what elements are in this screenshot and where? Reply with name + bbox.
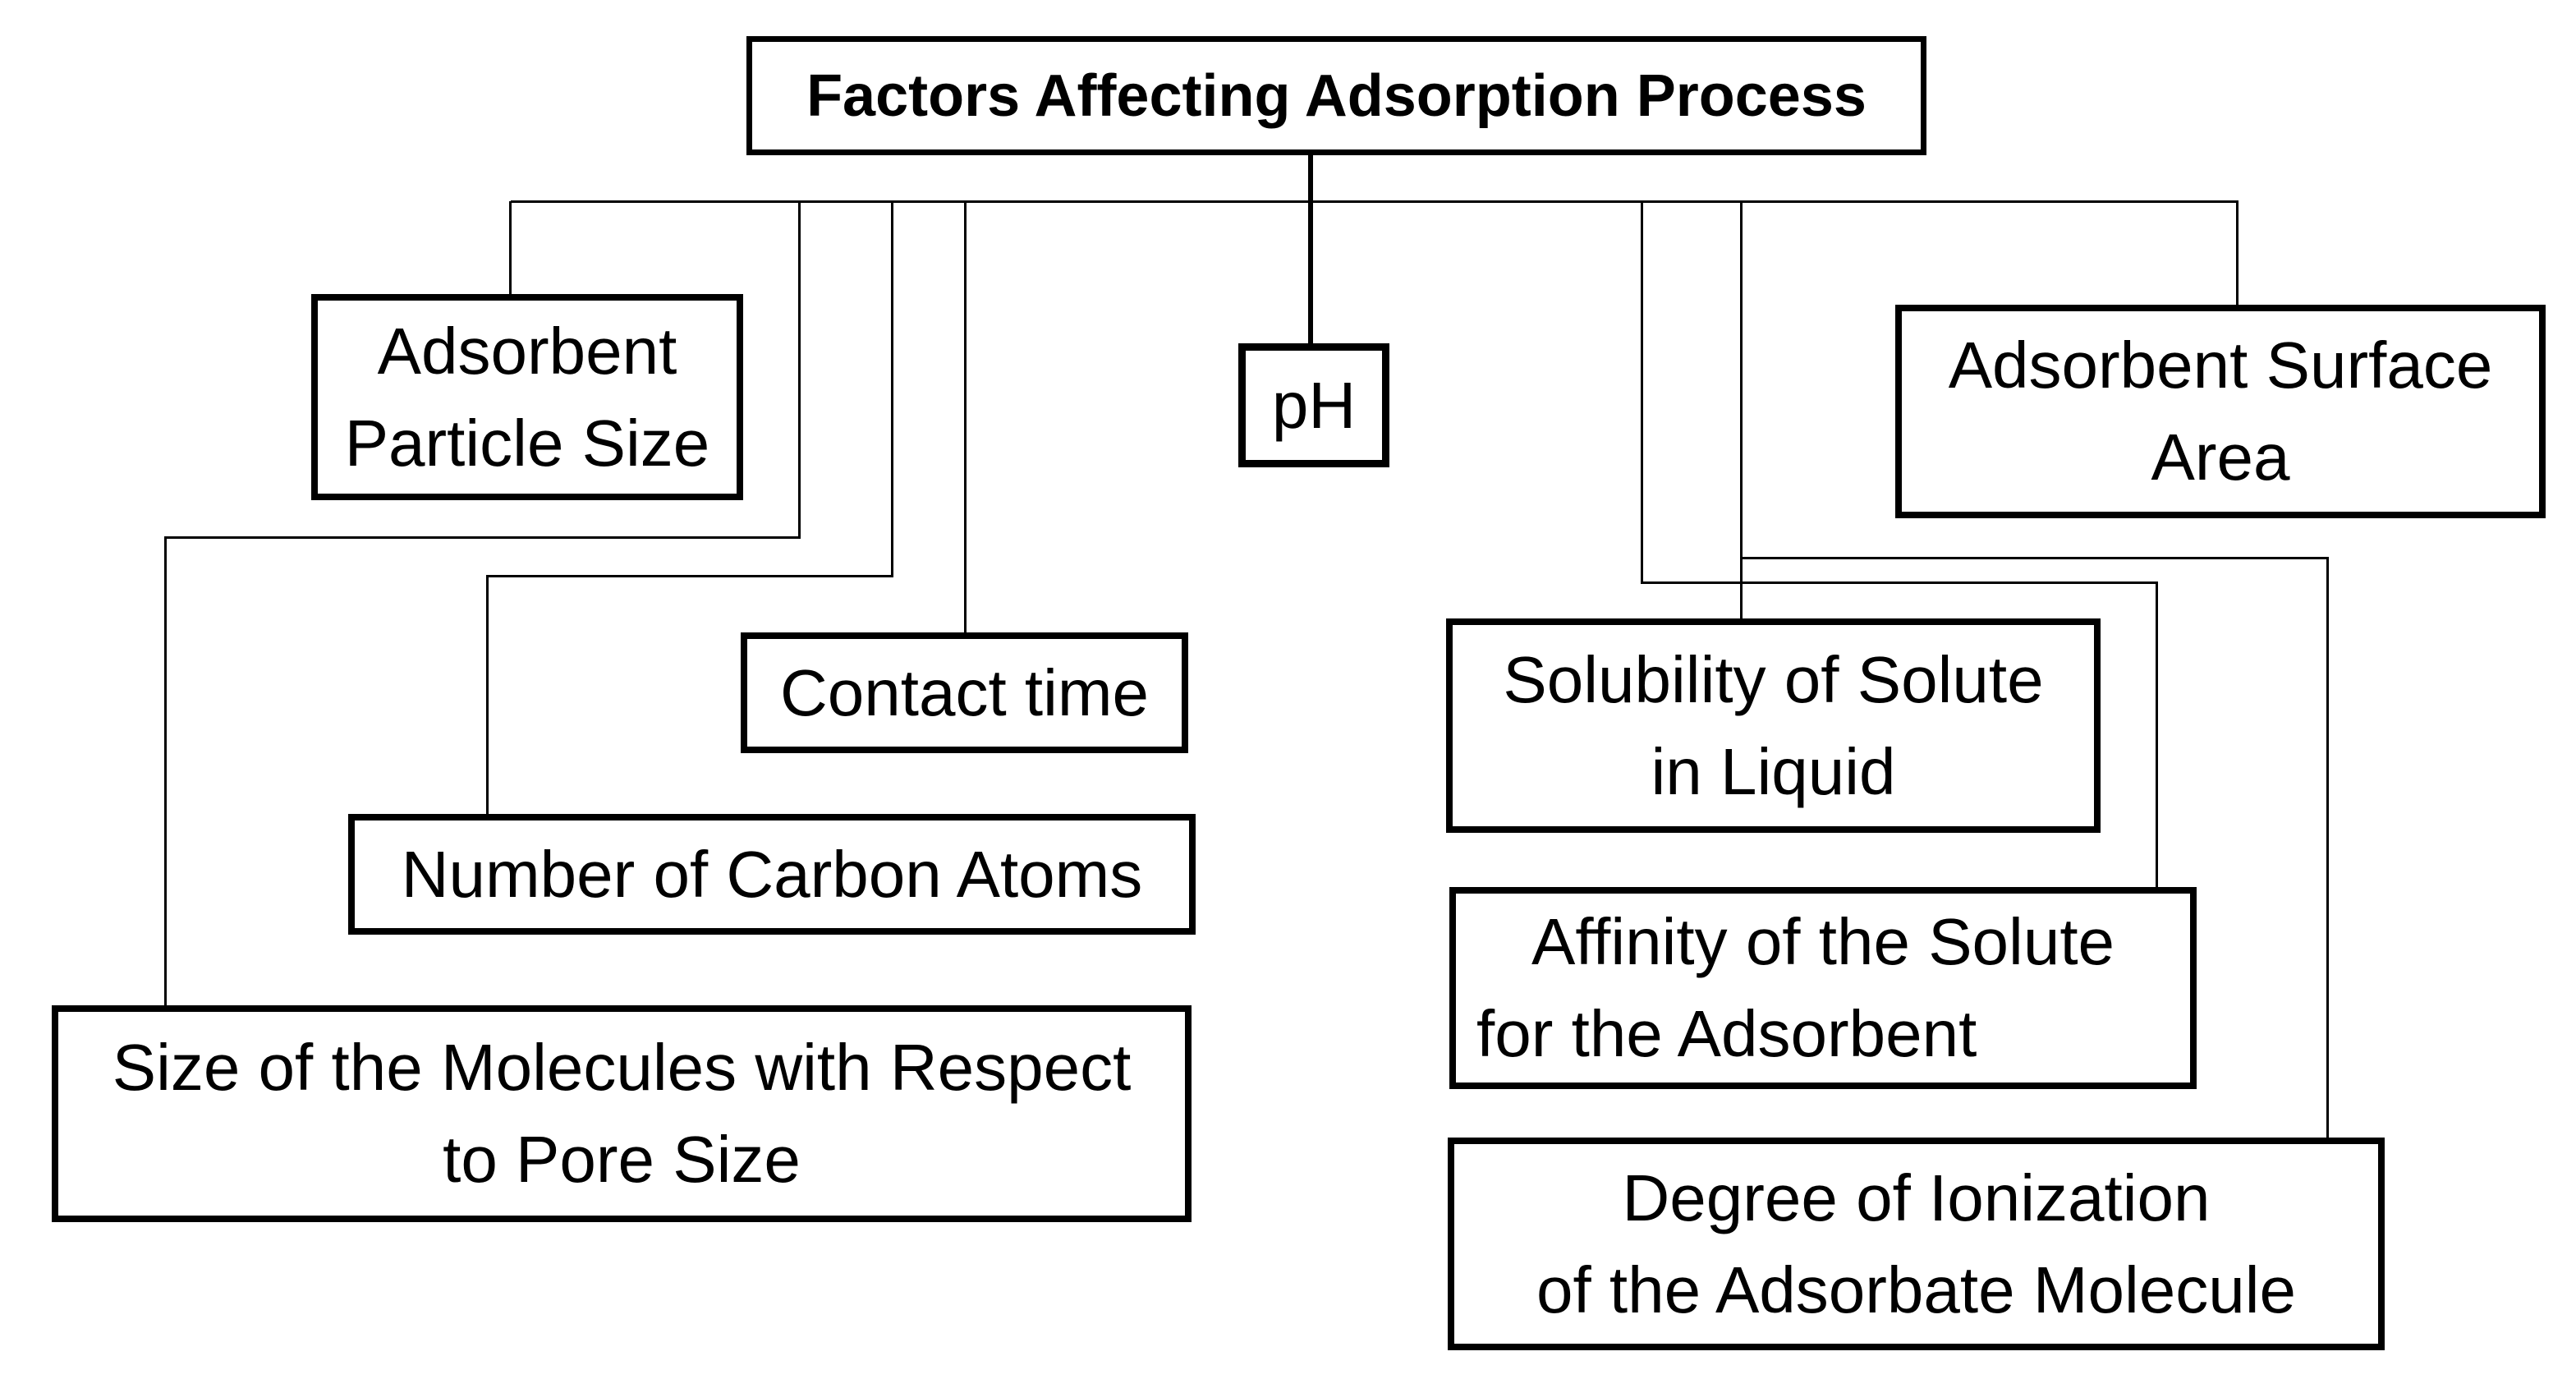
connector-to-affinity-final — [2156, 581, 2158, 889]
node-label: Particle Size — [344, 406, 710, 480]
node-label: Number of Carbon Atoms — [401, 837, 1143, 911]
connector-to-carbon-atoms-drop — [891, 201, 893, 577]
connector-to-molecule-size-across — [164, 536, 801, 539]
node-label: Degree of Ionization — [1622, 1161, 2211, 1234]
node-affinity-of-solute: Affinity of the Solute for the Adsorbent — [1449, 887, 2197, 1089]
node-label: for the Adsorbent — [1476, 997, 1977, 1070]
node-label: of the Adsorbate Molecule — [1536, 1253, 2297, 1326]
connector-to-contact-time — [964, 201, 967, 634]
connector-to-affinity-drop — [1641, 201, 1643, 584]
connector-to-affinity-across — [1641, 581, 2158, 584]
connector-title-to-ph — [1308, 152, 1313, 345]
node-label: Adsorbent — [377, 314, 677, 388]
connector-to-carbon-atoms-final — [486, 575, 489, 816]
node-label: Contact time — [779, 655, 1150, 729]
connector-bus-horizontal — [511, 200, 2239, 203]
node-label: Solubility of Solute — [1503, 642, 2044, 716]
connector-to-ionization-across — [1740, 557, 2329, 559]
node-label: Adsorbent Surface — [1948, 329, 2493, 402]
node-contact-time: Contact time — [741, 632, 1188, 753]
connector-to-molecule-size-final — [164, 536, 167, 1007]
node-molecule-size-vs-pore: Size of the Molecules with Respect to Po… — [52, 1005, 1192, 1222]
node-label: pH — [1271, 368, 1357, 442]
node-degree-of-ionization: Degree of Ionization of the Adsorbate Mo… — [1448, 1138, 2385, 1350]
connector-to-particle-size — [509, 201, 512, 296]
node-label: Area — [2151, 421, 2290, 494]
node-adsorbent-surface-area: Adsorbent Surface Area — [1895, 305, 2546, 518]
connector-to-surface-area — [2236, 201, 2239, 306]
connector-to-carbon-atoms-across — [486, 575, 893, 577]
node-label: in Liquid — [1651, 734, 1896, 808]
node-title: Factors Affecting Adsorption Process — [746, 36, 1926, 155]
node-title-label: Factors Affecting Adsorption Process — [806, 62, 1867, 129]
node-solubility-of-solute: Solubility of Solute in Liquid — [1446, 618, 2101, 833]
node-label: to Pore Size — [443, 1123, 801, 1196]
connector-to-solubility — [1740, 201, 1743, 620]
node-adsorbent-particle-size: Adsorbent Particle Size — [311, 294, 743, 500]
node-label: Affinity of the Solute — [1531, 905, 2115, 978]
connector-to-molecule-size-drop — [798, 201, 801, 539]
node-number-of-carbon-atoms: Number of Carbon Atoms — [348, 814, 1196, 935]
connector-to-ionization-final — [2326, 557, 2329, 1139]
node-ph: pH — [1238, 343, 1389, 467]
node-label: Size of the Molecules with Respect — [112, 1031, 1132, 1104]
